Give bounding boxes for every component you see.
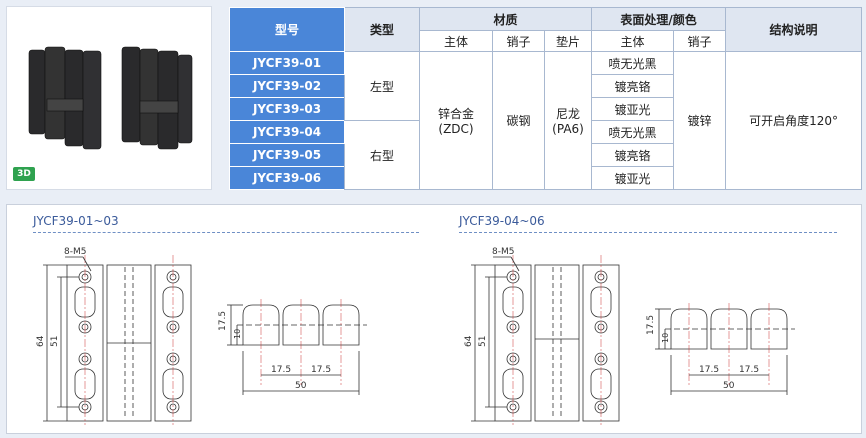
surface-pin-cell: 镀锌 — [673, 51, 727, 190]
surface-body-cell: 镀亮铬 — [591, 74, 675, 98]
technical-drawing-right: 8-M5 64 51 17.5 10 17.5 17.5 — [464, 247, 795, 425]
3d-badge[interactable]: 3D — [13, 167, 35, 181]
dim-side-10: 10 — [661, 333, 670, 343]
dim-width: 50 — [723, 381, 735, 391]
subheader-surf-body: 主体 — [591, 30, 675, 52]
drawing-title-left: JYCF39-01~03 — [33, 214, 119, 228]
material-pad-value: 尼龙 — [556, 107, 581, 121]
material-body-cell: 锌合金(ZDC) — [419, 51, 493, 190]
subheader-mat-pin: 销子 — [492, 30, 545, 52]
material-pad-code: (PA6) — [552, 122, 584, 136]
model-cell[interactable]: JYCF39-02 — [229, 74, 345, 98]
surface-body-cell: 镀亚光 — [591, 166, 675, 190]
material-pad-cell: 尼龙(PA6) — [543, 51, 593, 190]
model-cell[interactable]: JYCF39-06 — [229, 166, 345, 190]
dim-pitch-1: 17.5 — [699, 365, 719, 375]
material-pin-cell: 碳钢 — [492, 51, 545, 190]
surface-body-cell: 镀亮铬 — [591, 143, 675, 167]
header-model: 型号 — [229, 7, 345, 52]
drawing-title-rule — [33, 232, 419, 233]
subheader-mat-body: 主体 — [419, 30, 493, 52]
surface-body-cell: 镀亚光 — [591, 97, 675, 121]
dim-side-height: 17.5 — [218, 311, 228, 331]
surface-body-cell: 喷无光黑 — [591, 51, 675, 75]
dim-pitch-1: 17.5 — [271, 365, 291, 375]
subheader-surf-pin: 销子 — [673, 30, 727, 52]
type-right-cell: 右型 — [344, 120, 420, 190]
header-structure: 结构说明 — [725, 7, 863, 52]
dim-side-height: 17.5 — [646, 315, 656, 335]
dim-inner: 51 — [50, 336, 60, 347]
material-body-value: 锌合金 — [437, 107, 474, 121]
dim-height: 64 — [36, 335, 46, 347]
model-cell[interactable]: JYCF39-04 — [229, 120, 345, 144]
spec-table: 型号 类型 材质 表面处理/颜色 结构说明 主体 销子 垫片 主体 销子 JYC… — [229, 7, 863, 190]
header-material: 材质 — [418, 7, 593, 31]
dim-inner: 51 — [478, 336, 488, 347]
dim-height: 64 — [464, 335, 474, 347]
hole-label: 8-M5 — [64, 247, 86, 257]
technical-drawing-left: 8-M5 64 51 17.5 10 17.5 1 — [36, 247, 367, 425]
header-surface: 表面处理/颜色 — [591, 7, 727, 31]
product-photo — [6, 6, 212, 190]
type-left-cell: 左型 — [344, 51, 420, 121]
model-cell[interactable]: JYCF39-05 — [229, 143, 345, 167]
structure-cell: 可开启角度120° — [725, 51, 863, 190]
surface-body-cell: 喷无光黑 — [591, 120, 675, 144]
model-cell[interactable]: JYCF39-03 — [229, 97, 345, 121]
dim-width: 50 — [295, 381, 307, 391]
dim-pitch-2: 17.5 — [311, 365, 331, 375]
subheader-mat-pad: 垫片 — [543, 30, 593, 52]
drawing-title-rule — [459, 232, 837, 233]
hinge-product-photo — [28, 46, 193, 150]
header-type: 类型 — [344, 7, 420, 52]
dim-pitch-2: 17.5 — [739, 365, 759, 375]
hole-label: 8-M5 — [492, 247, 514, 257]
model-cell[interactable]: JYCF39-01 — [229, 51, 345, 75]
drawings-panel: JYCF39-01~03 JYCF39-04~06 — [6, 204, 862, 434]
top-section: 3D 型号 类型 材质 表面处理/颜色 结构说明 主体 销子 垫片 主体 销子 … — [0, 0, 866, 196]
material-body-code: (ZDC) — [438, 122, 474, 136]
drawing-title-right: JYCF39-04~06 — [459, 214, 545, 228]
dim-side-10: 10 — [233, 329, 242, 339]
